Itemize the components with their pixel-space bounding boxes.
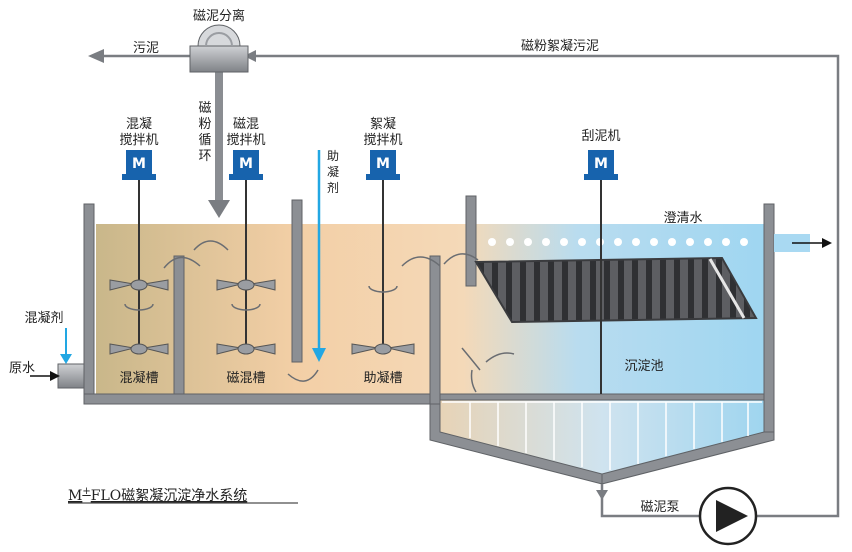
motor-label: M	[239, 156, 253, 172]
clear-water-label: 澄清水	[663, 211, 702, 226]
separator-label: 磁泥分离	[193, 8, 245, 24]
coag-mixer-label-1: 混凝	[126, 116, 152, 132]
floc-mixer-label-1: 絮凝	[370, 116, 396, 132]
mag-mixer-label-2: 搅拌机	[226, 132, 265, 148]
coag-aid-label-3: 剂	[327, 180, 339, 195]
coagulant-label: 混凝剂	[24, 310, 63, 326]
mag-mixer-label-1: 磁混	[233, 117, 259, 132]
sludge-pump	[698, 486, 758, 546]
coag-aid-label-1: 助	[327, 149, 339, 163]
mag-cycle-label-3: 循	[198, 133, 211, 148]
sludge-pump-label: 磁泥泵	[640, 500, 679, 515]
title-main: FLO磁絮凝沉淀净水系统	[91, 487, 248, 504]
motor-label: M	[594, 156, 608, 172]
clear-water-dots	[488, 238, 748, 246]
motor-label: M	[132, 156, 146, 172]
return-arrow-head	[244, 50, 256, 62]
diagram-title: M+FLO磁絮凝沉淀净水系统	[68, 486, 247, 504]
mag-cycle-pipe	[208, 72, 230, 218]
scraper-label: 刮泥机	[581, 129, 620, 144]
raw-water-inlet	[30, 363, 85, 389]
sludge-out-label: 污泥	[133, 41, 159, 56]
rotation-arrows	[124, 285, 398, 311]
title-prefix: M	[68, 488, 82, 504]
raw-water-label: 原水	[9, 361, 35, 376]
magnetic-separator	[189, 24, 249, 73]
scraper: M	[584, 150, 618, 394]
mag-cycle-label-4: 环	[198, 149, 211, 164]
coag-mixer-label-2: 搅拌机	[119, 132, 158, 148]
coagulant-arrow	[60, 328, 72, 364]
coag-mixer: M	[109, 150, 169, 355]
coag-aid-label-2: 凝	[327, 164, 339, 179]
settling-label: 沉淀池	[624, 359, 663, 374]
return-sludge-label: 磁粉絮凝污泥	[521, 38, 599, 54]
title-sup: +	[82, 486, 90, 497]
motor-label: M	[376, 156, 390, 172]
floc-mixer: M	[351, 150, 415, 355]
labels: 磁泥分离 污泥 磁粉絮凝污泥 磁 粉 循 环 混凝 搅拌机 磁混 搅拌机 絮凝 …	[9, 8, 703, 515]
clear-water-outlet	[774, 234, 832, 252]
tank-aid-label: 助凝槽	[363, 370, 402, 386]
mag-mixer: M	[216, 150, 276, 355]
floc-mixer-label-2: 搅拌机	[363, 132, 402, 148]
mag-cycle-label-2: 粉	[198, 117, 211, 132]
tank-mag-label: 磁混槽	[226, 371, 265, 386]
mag-cycle-label-1: 磁	[198, 101, 211, 116]
hopper-grid	[442, 401, 762, 470]
tank-coag-label: 混凝槽	[119, 370, 158, 386]
hopper-outlet-arrow	[596, 490, 608, 500]
inclined-plate-settler	[474, 256, 758, 324]
tank-walls	[83, 195, 775, 485]
coag-aid-arrow	[312, 150, 326, 362]
sludge-out-line	[88, 49, 190, 63]
flow-arrows	[163, 240, 515, 393]
